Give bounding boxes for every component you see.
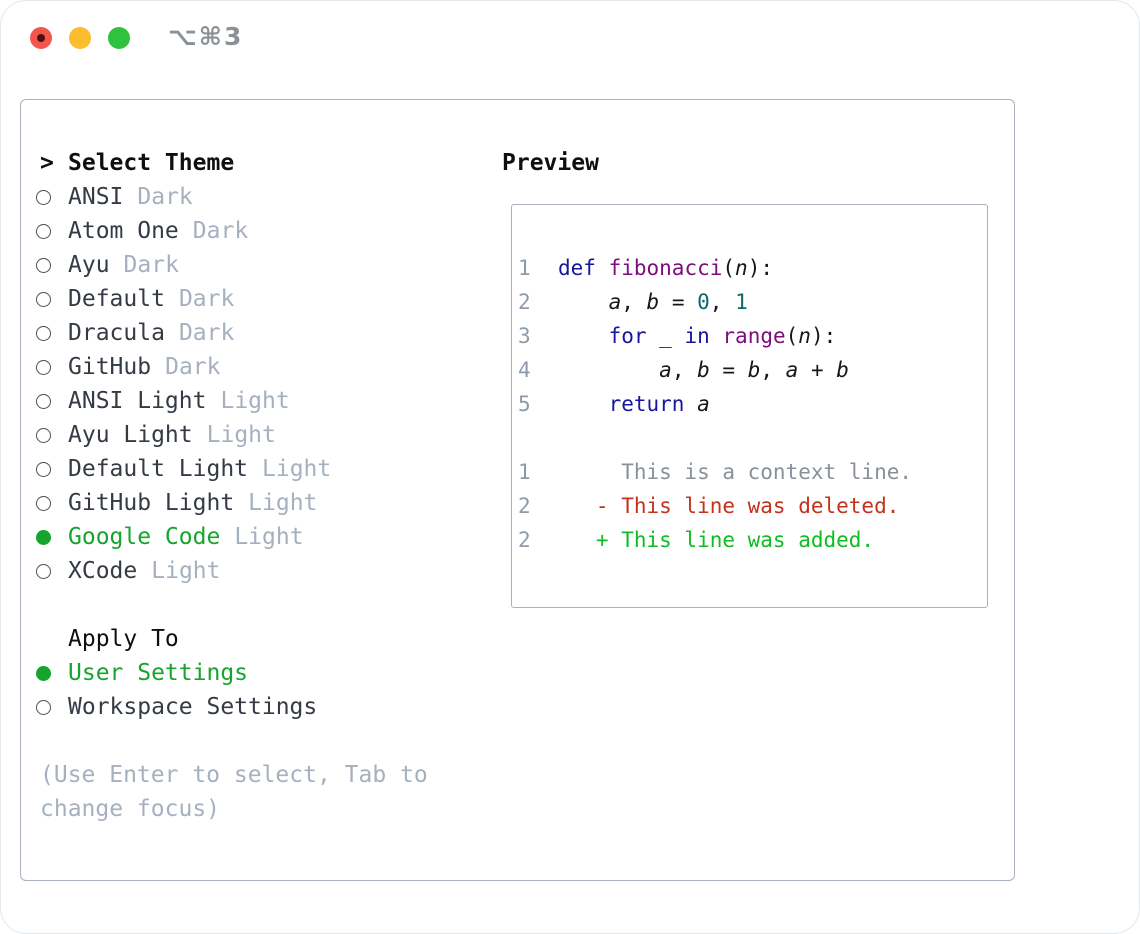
line-number: 1 [518, 460, 531, 484]
theme-name: XCode [68, 558, 138, 584]
radio-icon [36, 699, 51, 715]
minimize-button[interactable] [69, 27, 91, 49]
theme-option[interactable]: Google Code Light [35, 520, 502, 554]
theme-option[interactable]: GitHub Light Light [35, 486, 502, 520]
radio-icon [36, 189, 51, 205]
diff-line-ctx: 1 This is a context line. [514, 455, 987, 489]
theme-option[interactable]: Dracula Dark [35, 316, 502, 350]
line-number: 1 [518, 256, 531, 280]
radio-icon [36, 495, 51, 511]
theme-option[interactable]: ANSI Dark [35, 180, 502, 214]
theme-option[interactable]: ANSI Light Light [35, 384, 502, 418]
zoom-button[interactable] [108, 27, 130, 49]
theme-name: Google Code [68, 524, 221, 550]
traffic-lights [30, 27, 130, 49]
theme-variant-tag: Light [220, 388, 290, 414]
diff-preview: 1 This is a context line.2 - This line w… [514, 455, 987, 557]
theme-name: Ayu [68, 252, 110, 278]
radio-icon [36, 325, 51, 341]
blank-line [514, 421, 987, 455]
line-number: 2 [518, 528, 531, 552]
theme-option[interactable]: Atom One Dark [35, 214, 502, 248]
theme-option[interactable]: GitHub Dark [35, 350, 502, 384]
radio-icon [36, 223, 51, 239]
theme-variant-tag: Dark [178, 320, 235, 346]
code-line: 3 for _ in range(n): [514, 319, 987, 353]
apply-to-name: Workspace Settings [68, 694, 318, 720]
select-theme-heading: Select Theme [68, 150, 235, 176]
radio-icon [36, 291, 51, 307]
theme-name: ANSI Light [68, 388, 207, 414]
apply-to-name: User Settings [68, 660, 249, 686]
theme-variant-tag: Light [206, 422, 276, 448]
theme-variant-tag: Light [262, 456, 332, 482]
radio-selected-icon [36, 665, 51, 681]
theme-variant-tag: Dark [137, 184, 193, 210]
theme-variant-tag: Dark [165, 354, 221, 380]
radio-icon [36, 461, 51, 477]
theme-option[interactable]: Ayu Dark [35, 248, 502, 282]
theme-name: Atom One [68, 218, 179, 244]
theme-name: Default [68, 286, 165, 312]
theme-name: GitHub Light [68, 490, 235, 516]
radio-icon [36, 359, 51, 375]
theme-name: Dracula [68, 320, 165, 346]
apply-to-option[interactable]: User Settings [35, 656, 502, 690]
code-line: 5 return a [514, 387, 987, 421]
theme-option[interactable]: Ayu Light Light [35, 418, 502, 452]
radio-icon [36, 257, 51, 273]
line-number: 2 [518, 290, 531, 314]
line-number: 2 [518, 494, 531, 518]
code-line: 4 a, b = b, a + b [514, 353, 987, 387]
theme-option[interactable]: Default Light Light [35, 452, 502, 486]
select-theme-header-row: > Select Theme [35, 146, 502, 180]
line-number: 3 [518, 324, 531, 348]
theme-variant-tag: Light [234, 524, 304, 550]
theme-variant-tag: Dark [123, 252, 179, 278]
radio-selected-icon [36, 529, 51, 545]
prompt-caret-icon: > [40, 150, 54, 176]
theme-name: GitHub [68, 354, 152, 380]
diff-line-del: 2 - This line was deleted. [514, 489, 987, 523]
theme-variant-tag: Light [248, 490, 318, 516]
apply-to-header-row: Apply To [35, 622, 502, 656]
line-number: 5 [518, 392, 531, 416]
close-button[interactable] [30, 27, 52, 49]
preview-heading: Preview [502, 150, 599, 176]
theme-variant-tag: Dark [192, 218, 249, 244]
diff-line-add: 2 + This line was added. [514, 523, 987, 557]
radio-icon [36, 427, 51, 443]
apply-to-heading: Apply To [68, 626, 179, 652]
help-text: (Use Enter to select, Tab to change focu… [40, 762, 428, 822]
apply-to-option[interactable]: Workspace Settings [35, 690, 502, 724]
theme-option[interactable]: XCode Light [35, 554, 502, 588]
theme-variant-tag: Light [151, 558, 221, 584]
theme-name: Ayu Light [68, 422, 193, 448]
theme-variant-tag: Dark [178, 286, 235, 312]
code-line: 2 a, b = 0, 1 [514, 285, 987, 319]
window-title: ⌥⌘3 [168, 22, 244, 51]
theme-name: Default Light [68, 456, 249, 482]
line-number: 4 [518, 358, 531, 382]
radio-icon [36, 563, 51, 579]
radio-icon [36, 393, 51, 409]
theme-option[interactable]: Default Dark [35, 282, 502, 316]
theme-name: ANSI [68, 184, 124, 210]
spacer [35, 588, 502, 622]
